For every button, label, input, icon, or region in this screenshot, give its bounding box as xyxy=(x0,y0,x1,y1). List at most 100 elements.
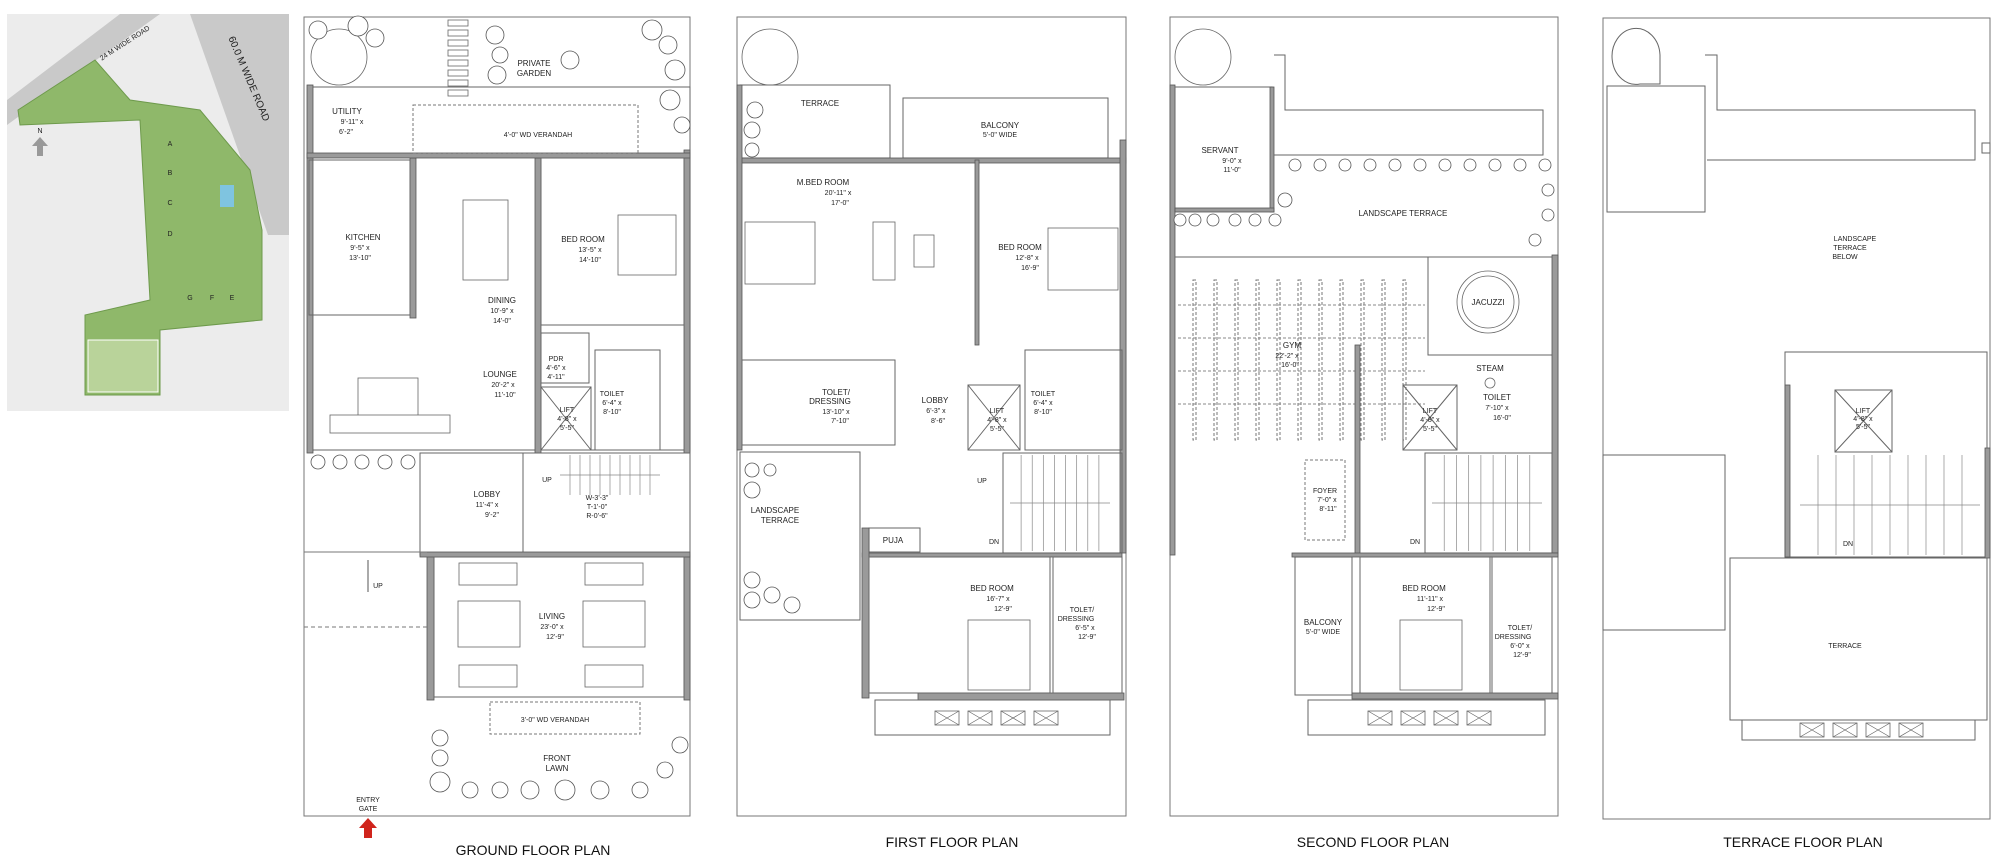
room-size: 5'-0" WIDE xyxy=(1306,629,1340,636)
staircase xyxy=(1432,455,1542,551)
room-label: PUJA xyxy=(883,536,904,545)
room-size: 20'-11" x xyxy=(825,190,852,197)
planter-boxes xyxy=(934,710,1059,726)
block-label: E xyxy=(230,295,235,302)
tree-icon xyxy=(554,779,576,801)
room-size: 13'-10" xyxy=(349,255,371,262)
room-label: LIVING xyxy=(539,612,565,621)
entry-gate-label: GATE xyxy=(359,806,378,813)
cross-box-icon xyxy=(967,384,1021,451)
toilet-outline xyxy=(594,349,661,451)
cross-box-icon xyxy=(1832,722,1858,738)
tree-icon xyxy=(746,101,764,119)
tree-icon xyxy=(461,781,479,799)
tree-icon xyxy=(1313,158,1327,172)
site-landscape xyxy=(17,59,263,396)
room-label: TOLET/ xyxy=(1070,607,1094,614)
spiral-stair-icon xyxy=(741,28,799,86)
terrace-edge xyxy=(1274,54,1544,156)
room-size: 9'-11" x xyxy=(341,119,364,126)
wall xyxy=(683,554,691,701)
terrace-outline xyxy=(1729,557,1988,721)
sofa xyxy=(458,562,518,586)
room-label: DRESSING xyxy=(1495,634,1532,641)
room-label: BELOW xyxy=(1832,254,1858,261)
garden-step xyxy=(447,49,469,57)
pergola-beam xyxy=(1402,279,1407,441)
front-verandah xyxy=(489,701,641,735)
cross-box-icon xyxy=(934,710,960,726)
cross-box-icon xyxy=(1433,710,1459,726)
tree-icon xyxy=(671,736,689,754)
room-label: FRONT xyxy=(543,754,571,763)
cross-box-icon xyxy=(1898,722,1924,738)
sofa xyxy=(584,562,644,586)
room-label: TOLET/ xyxy=(822,388,851,397)
tree-icon xyxy=(431,729,449,747)
tree-icon xyxy=(1248,213,1262,227)
room-size: 14'-0" xyxy=(493,318,511,325)
wall xyxy=(1291,552,1559,558)
first-floor-plan: TERRACE BALCONY 5'-0" WIDE M.BED ROOM 20… xyxy=(736,16,1127,850)
staircase xyxy=(1010,455,1110,551)
toilet-dressing-outline xyxy=(741,359,896,446)
tree-icon xyxy=(743,591,761,609)
room-size: 4'-8" x xyxy=(987,417,1007,424)
room-label: DRESSING xyxy=(1058,616,1095,623)
room-label: JACUZZI xyxy=(1472,298,1505,307)
wall xyxy=(861,527,870,699)
room-size: 4'-11" xyxy=(547,374,565,381)
tree-icon xyxy=(744,462,760,478)
second-floor-plan: SERVANT 9'-0" x 11'-0" LANDSCAPE TERRACE… xyxy=(1169,16,1559,850)
room-label: GYM xyxy=(1283,341,1302,350)
ground-floor-plan: PRIVATE GARDEN UTILITY 9'-11" x 6'-2" 4'… xyxy=(303,16,691,858)
cross-box-icon xyxy=(540,386,592,451)
room-size: 8'-10" xyxy=(603,409,621,416)
stair-spec: T-1'-0" xyxy=(587,504,608,511)
living-outline xyxy=(433,556,685,698)
garden-step xyxy=(447,19,469,27)
bed xyxy=(617,214,677,276)
spiral-stair-icon xyxy=(1174,28,1232,86)
tree-icon xyxy=(1541,183,1555,197)
cross-box-icon xyxy=(1799,722,1825,738)
room-size: 11'-0" xyxy=(1223,167,1241,174)
cross-box-icon xyxy=(1466,710,1492,726)
lobby-outline xyxy=(419,452,524,556)
wall xyxy=(1119,139,1127,554)
tree-icon xyxy=(1363,158,1377,172)
pergola-beam xyxy=(1339,279,1344,441)
north-label: N xyxy=(37,128,42,135)
cross-box-icon xyxy=(1033,710,1059,726)
bedroom-outline xyxy=(868,556,1051,694)
wall xyxy=(306,152,691,159)
tree-icon xyxy=(743,571,761,589)
room-size: 10'-9" x xyxy=(490,308,514,315)
room-label: TOILET xyxy=(1031,391,1056,398)
garden-step xyxy=(447,89,469,97)
pergola-beam xyxy=(1276,279,1281,441)
room-size: 16'-7" x xyxy=(986,596,1010,603)
room-size: 11'-4" x xyxy=(476,502,499,509)
tree-icon xyxy=(743,121,761,139)
wall xyxy=(917,692,1125,701)
tree-icon xyxy=(1338,158,1352,172)
room-size: 12'-9" xyxy=(994,606,1012,613)
pergola-beam xyxy=(1360,279,1365,441)
stair-block xyxy=(1784,351,1988,558)
room-label: LOBBY xyxy=(474,490,501,499)
room-size: 22'-2" x xyxy=(1275,353,1299,360)
room-label: BED ROOM xyxy=(998,243,1042,252)
wall xyxy=(736,84,743,451)
cross-box-icon xyxy=(1402,384,1458,451)
tree-icon xyxy=(1538,158,1552,172)
room-size: 8'-11" xyxy=(1319,506,1337,513)
wall xyxy=(1169,84,1176,556)
room-size: 17'-0" xyxy=(831,200,849,207)
tree-icon xyxy=(491,46,509,64)
room-label: FOYER xyxy=(1313,488,1337,495)
tree-icon xyxy=(1173,213,1187,227)
room-size: 8'-6" xyxy=(931,418,945,425)
room-label: LIFT xyxy=(560,407,575,414)
